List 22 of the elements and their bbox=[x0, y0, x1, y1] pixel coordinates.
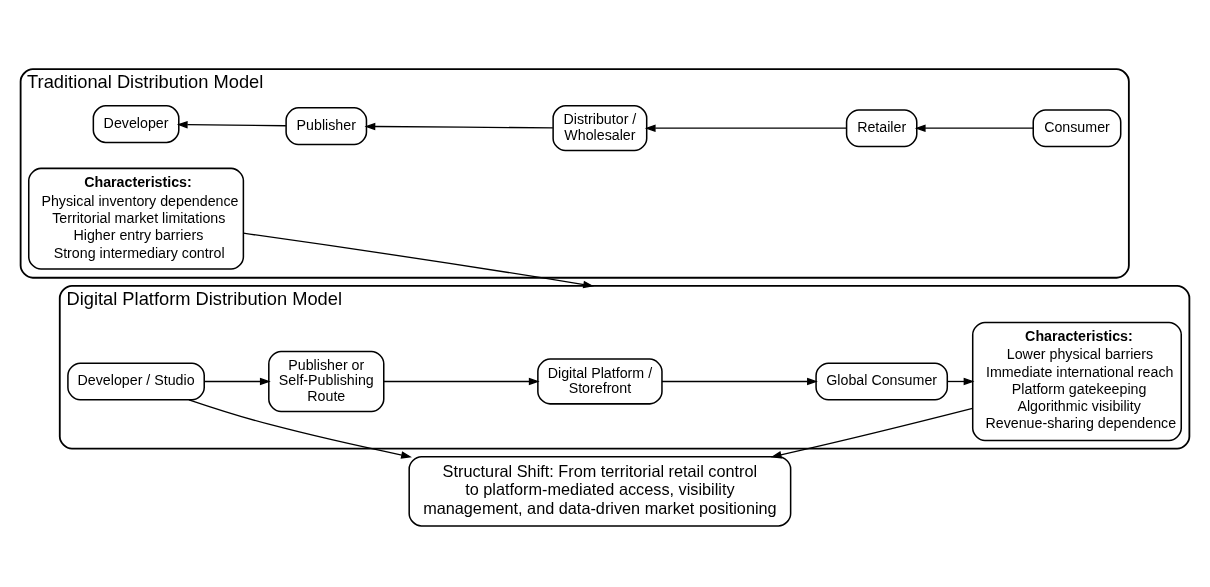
node-box: Characteristics: Lower physical barriers Immediate international reach Platform gatekeeping Algorithmic visibility Revenue-sharing dependence bbox=[971, 321, 1182, 442]
node-box: Publisher bbox=[285, 107, 368, 146]
node-box: Developer bbox=[92, 105, 180, 144]
node-box: Retailer bbox=[845, 109, 918, 148]
node-box: Digital Platform / Storefront bbox=[537, 358, 663, 405]
arrow bbox=[364, 122, 554, 131]
node-box: Consumer bbox=[1032, 109, 1122, 148]
node-box: Global Consumer bbox=[815, 362, 949, 401]
arrow bbox=[188, 399, 412, 459]
arrow bbox=[661, 377, 818, 386]
arrow bbox=[770, 407, 974, 459]
arrow bbox=[242, 232, 594, 289]
arrow bbox=[644, 124, 847, 132]
node-box: Developer / Studio bbox=[67, 362, 205, 401]
arrow bbox=[203, 377, 271, 386]
node-box: Structural Shift: From territorial retail control to platform-mediated access, visibility management, and data-driven market positioning bbox=[408, 456, 792, 527]
arrow bbox=[176, 120, 287, 129]
node-box: Publisher or Self-Publishing Route bbox=[268, 350, 385, 413]
arrow bbox=[383, 377, 540, 386]
node-box: Characteristics: Physical inventory dependence Territorial market limitations Higher entry barriers Strong intermediary control bbox=[28, 167, 245, 270]
arrow bbox=[914, 124, 1034, 132]
node-box: Distributor / Wholesaler bbox=[552, 105, 648, 152]
